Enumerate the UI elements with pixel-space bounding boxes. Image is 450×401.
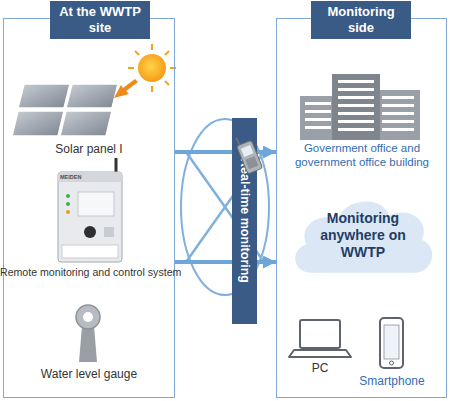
icon-caption: Water level gauge	[3, 367, 175, 381]
gauge-stand	[79, 326, 97, 362]
link-arrow	[175, 260, 276, 264]
link-arrow	[175, 150, 276, 154]
device-top	[58, 172, 122, 182]
sun	[138, 54, 166, 82]
cloud-box: Monitoring anywhere on WWTP	[289, 189, 437, 281]
device-led	[66, 210, 70, 214]
icon-caption: Smartphone	[346, 374, 438, 388]
panel-heading: Monitoring side	[311, 1, 411, 39]
icon-caption: Remote monitoring and control system	[0, 266, 178, 279]
sun-arrow	[114, 79, 138, 98]
building	[332, 74, 380, 140]
building-windows	[305, 80, 414, 131]
band-text: Real-time monitoring	[238, 158, 252, 283]
icon-caption: PC	[300, 361, 340, 375]
cloud-outline	[295, 201, 432, 272]
sun-rays	[128, 44, 176, 92]
site-panel: Monitoring sideMonitoring anywhere on WW…	[276, 18, 447, 398]
laptop-screen	[300, 320, 340, 348]
gauge-head	[76, 305, 100, 329]
solar-cell	[12, 111, 64, 136]
device-body	[58, 172, 122, 262]
icon-caption: Solar panel I	[3, 142, 175, 156]
laptop-base	[289, 350, 351, 357]
gauge-center	[83, 312, 93, 322]
device-label-strip	[62, 245, 118, 258]
site-panel: At the WWTP site	[3, 18, 175, 398]
brand-mark: MEIDEN	[60, 174, 90, 181]
solar-cell	[18, 84, 70, 108]
device-led	[66, 194, 70, 198]
building	[376, 90, 420, 140]
device-port	[104, 227, 114, 237]
solar-cell	[66, 84, 118, 108]
smartphone-body	[380, 318, 403, 368]
device-knob	[84, 226, 96, 238]
panel-heading: At the WWTP site	[50, 1, 150, 39]
building	[300, 96, 336, 140]
device-led	[66, 202, 70, 206]
icon-caption: Government office and government office …	[280, 142, 444, 170]
smartphone-button	[390, 361, 394, 365]
vertical-band: Real-time monitoring	[232, 118, 257, 324]
device-panel	[78, 192, 114, 216]
cloud-text: Monitoring anywhere on WWTP	[313, 210, 413, 261]
smartphone-screen	[384, 325, 399, 359]
solar-cell	[60, 111, 112, 136]
